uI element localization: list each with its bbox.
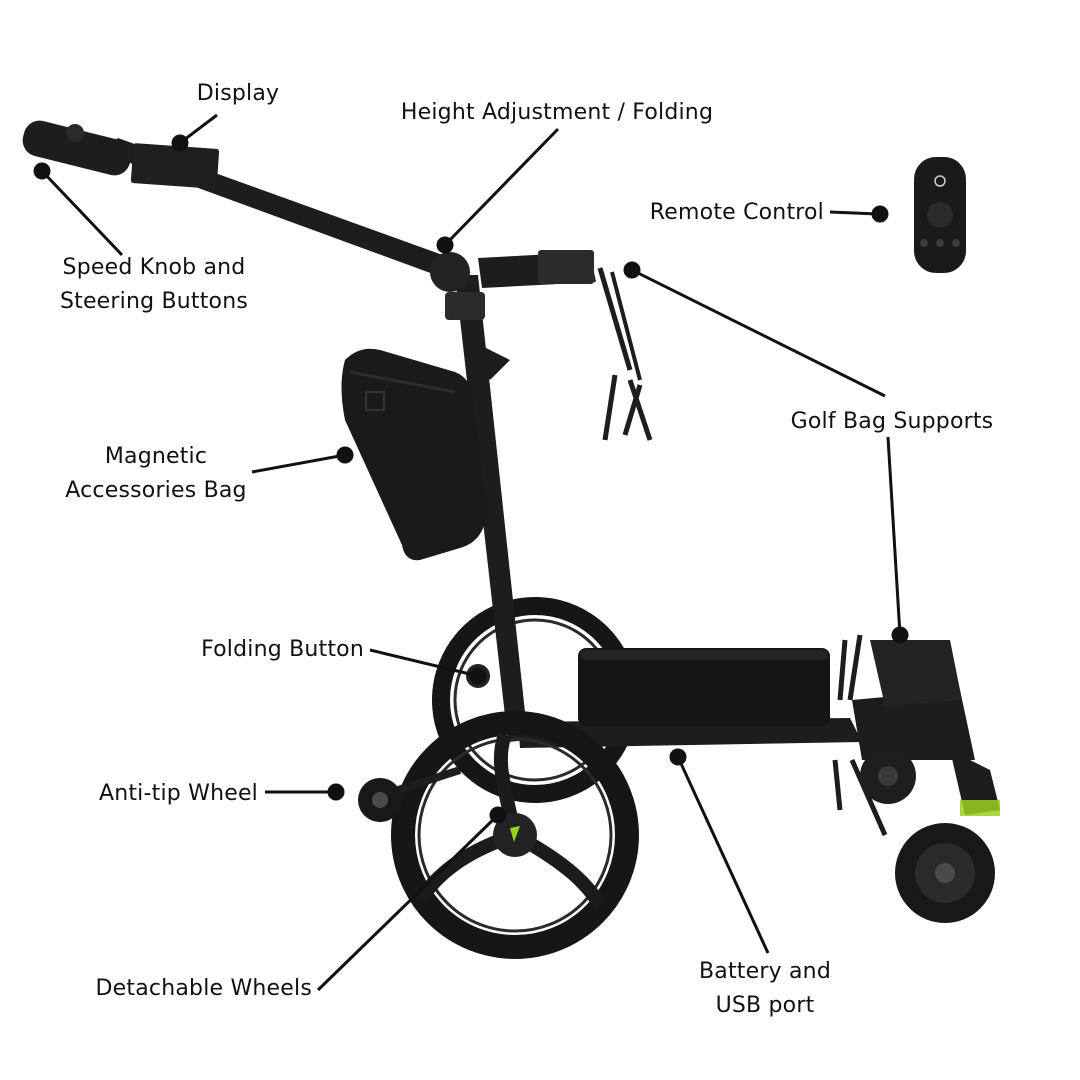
label-golf-bag-supports: Golf Bag Supports <box>790 409 994 434</box>
rear-caster-wheel-far <box>860 748 916 804</box>
label-speed-knob-steering: Speed Knob and Steering Buttons <box>59 255 249 314</box>
speed-dial-icon <box>936 239 944 247</box>
front-caster-wheel <box>895 823 995 923</box>
leader-golf-bag-support-upper <box>631 268 886 398</box>
leader-remote-control <box>829 210 879 216</box>
label-height-adjustment: Height Adjustment / Folding <box>400 100 714 125</box>
remote-control <box>914 157 966 273</box>
leader-magnetic-bag <box>251 453 346 474</box>
magnetic-accessories-bag <box>341 348 487 561</box>
leader-lines <box>33 113 909 992</box>
leader-battery <box>676 756 770 954</box>
leader-speed-knob <box>40 169 124 257</box>
label-magnetic-accessories-bag: Magnetic Accessories Bag <box>65 444 247 503</box>
trolley-frame <box>22 120 1000 837</box>
label-detachable-wheels: Detachable Wheels <box>95 976 312 1001</box>
detachable-main-wheel <box>391 711 639 959</box>
label-folding-button: Folding Button <box>201 637 364 662</box>
label-remote-control: Remote Control <box>649 200 824 225</box>
anti-tip-wheel <box>358 766 462 822</box>
leader-folding-button <box>369 648 479 678</box>
label-battery-usb: Battery and USB port <box>698 959 831 1018</box>
label-display: Display <box>196 81 280 106</box>
power-icon <box>934 175 946 187</box>
label-anti-tip-wheel: Anti-tip Wheel <box>98 781 258 806</box>
joystick-icon <box>927 202 953 228</box>
leader-detachable-wheels <box>316 813 500 992</box>
leader-golf-bag-support-lower <box>886 436 902 636</box>
leader-height-adjustment <box>443 127 560 247</box>
